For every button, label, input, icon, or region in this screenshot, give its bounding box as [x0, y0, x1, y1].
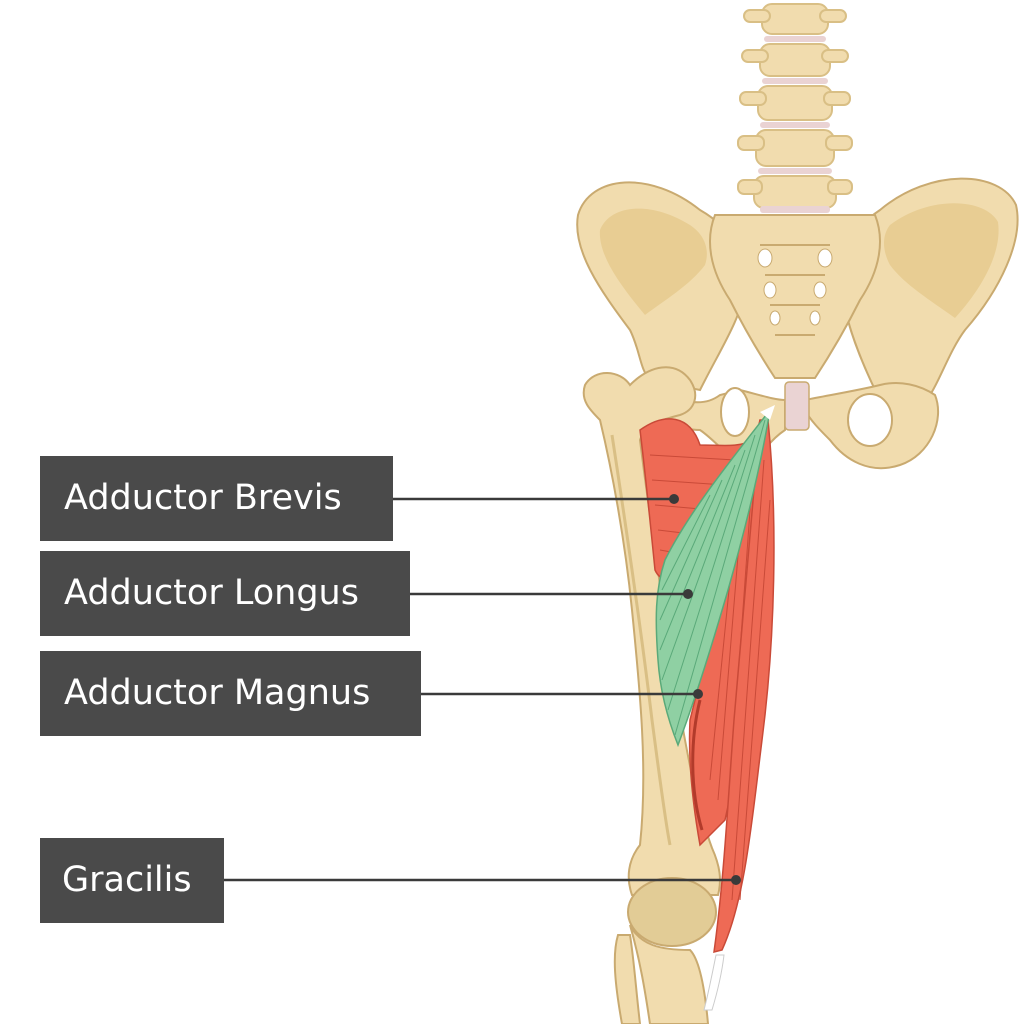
label-adductor-magnus: Adductor Magnus [40, 651, 421, 736]
pelvis [576, 177, 1019, 472]
label-gracilis: Gracilis [40, 838, 224, 923]
pointer-dot-gracilis [731, 875, 741, 885]
pointer-dot-adductor-longus [683, 589, 693, 599]
pointer-dot-adductor-magnus [693, 689, 703, 699]
label-adductor-brevis: Adductor Brevis [40, 456, 393, 541]
pointer-dot-adductor-brevis [669, 494, 679, 504]
leader-lines [224, 494, 741, 885]
lumbar-spine [737, 3, 853, 213]
label-adductor-longus: Adductor Longus [40, 551, 410, 636]
adductor-longus-muscle [655, 405, 775, 748]
gracilis-muscle [703, 419, 775, 1011]
